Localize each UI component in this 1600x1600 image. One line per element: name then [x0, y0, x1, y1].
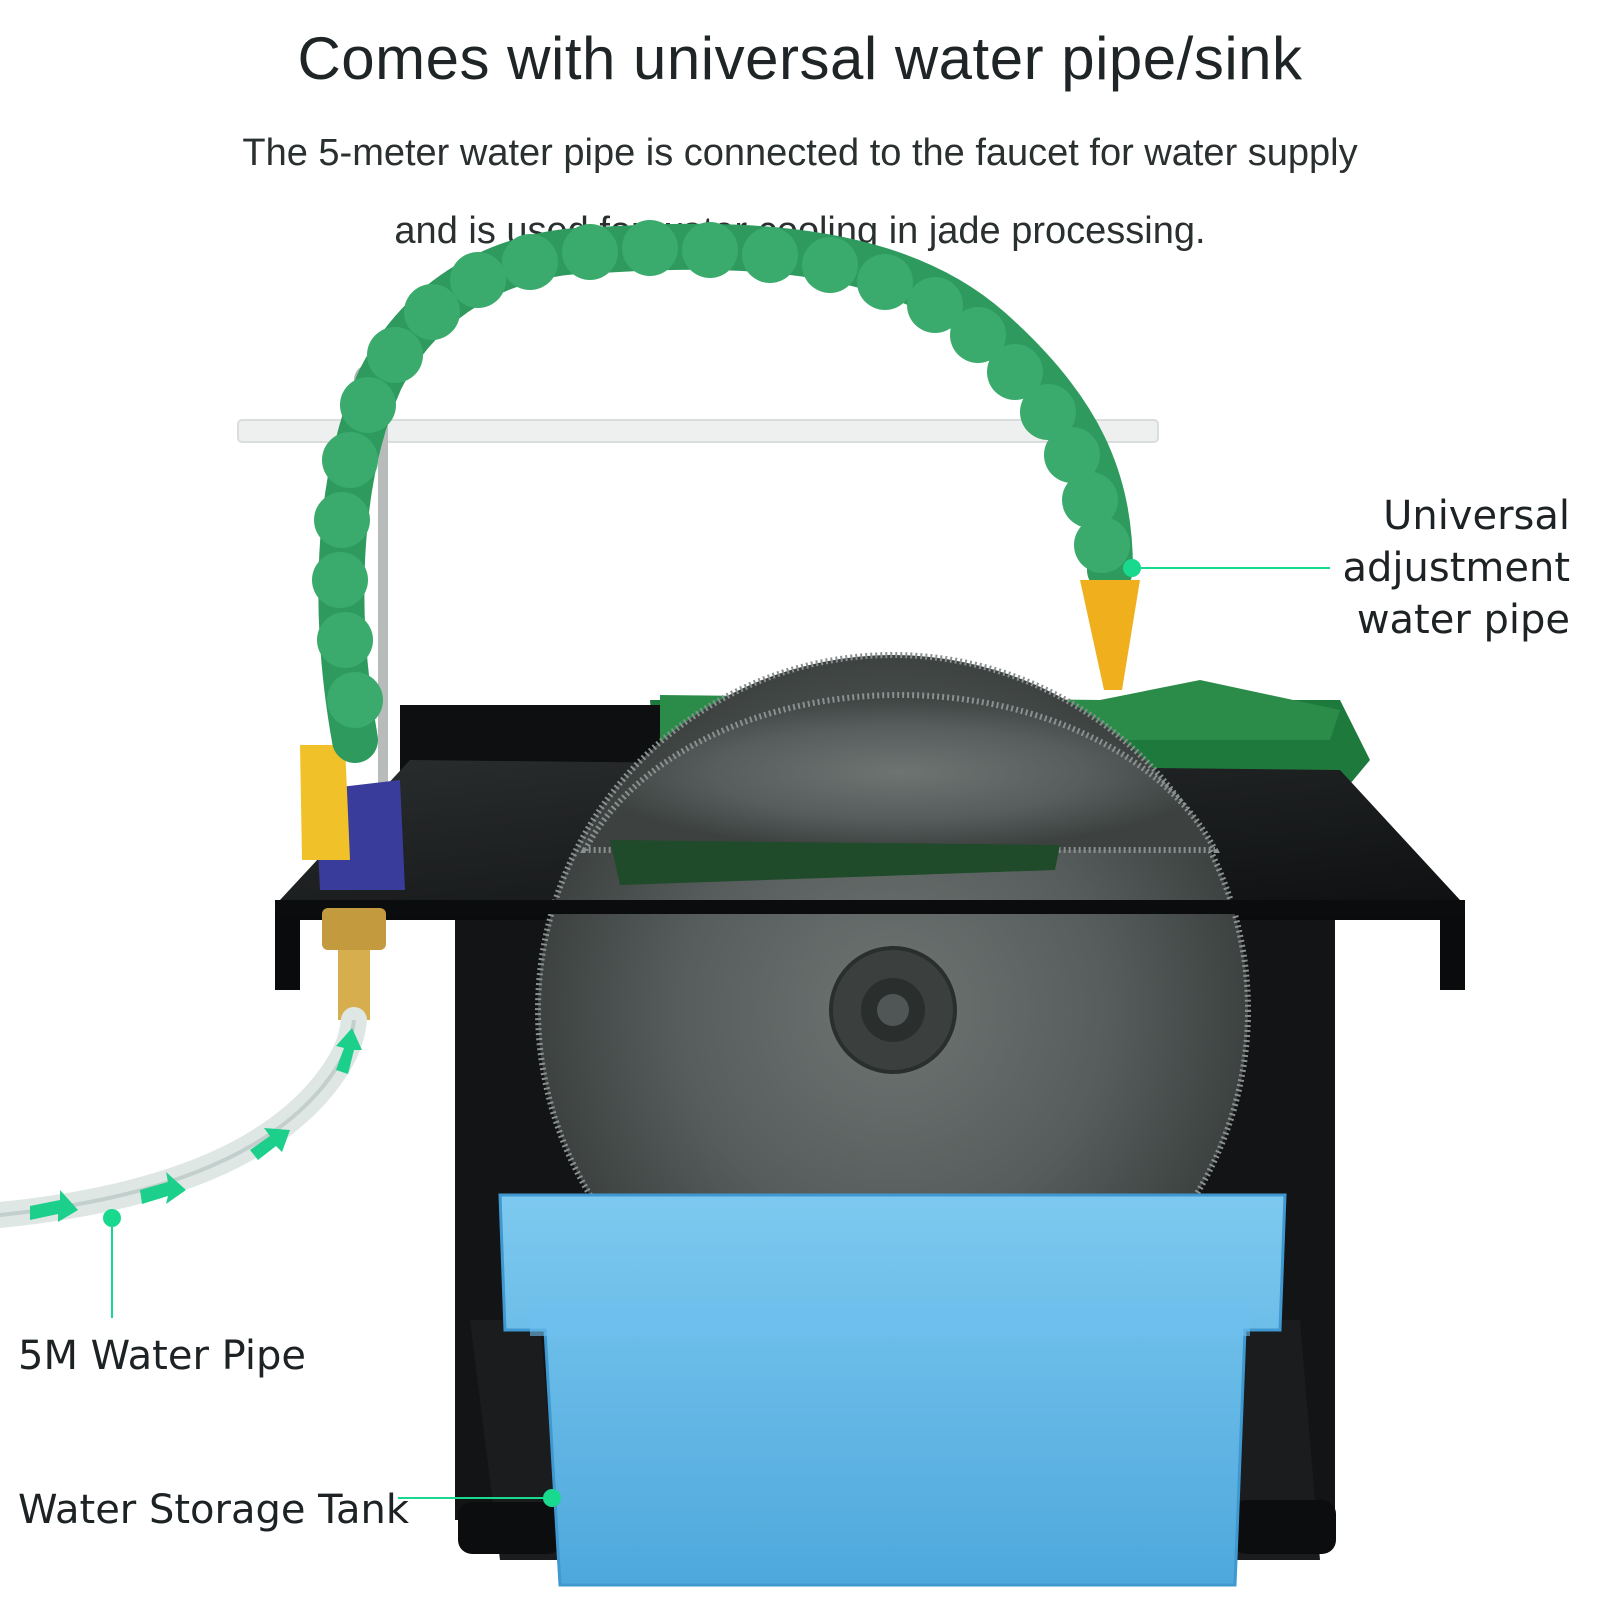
acrylic-guard: [237, 419, 1159, 443]
subtitle-line-1: The 5-meter water pipe is connected to t…: [242, 132, 1358, 174]
callout-water-tank: Water Storage Tank: [18, 1487, 410, 1533]
brass-fitting: [322, 908, 386, 950]
callout-water-pipe: 5M Water Pipe: [18, 1333, 306, 1379]
valve-handle-icon: [300, 745, 350, 860]
foot-left-icon: [458, 1502, 562, 1554]
blade-label-sticker: [610, 840, 1060, 885]
flow-arrow-icon: [336, 1028, 362, 1074]
blade-upper: [580, 691, 1220, 853]
callout-adjustment-pipe: Universal adjustment water pipe: [1160, 490, 1571, 646]
headline: Comes with universal water pipe/sink: [297, 25, 1303, 92]
support-rod: [378, 360, 388, 860]
water-storage-tank: [498, 1193, 1287, 1587]
table-front-band: [275, 900, 1465, 914]
flow-arrow-icon: [30, 1190, 78, 1222]
nozzle-icon: [1080, 580, 1140, 690]
callout-adjustment-line2: water pipe: [1356, 597, 1570, 643]
foot-right-icon: [1232, 1500, 1336, 1554]
leg-left: [470, 1320, 560, 1560]
flow-arrow-icon: [140, 1172, 186, 1204]
hose-segments: [312, 220, 1130, 728]
callout-adjustment-line1: Universal adjustment: [1342, 493, 1571, 591]
leader-lines: [103, 559, 1330, 1507]
flow-arrow-icon: [250, 1128, 290, 1160]
